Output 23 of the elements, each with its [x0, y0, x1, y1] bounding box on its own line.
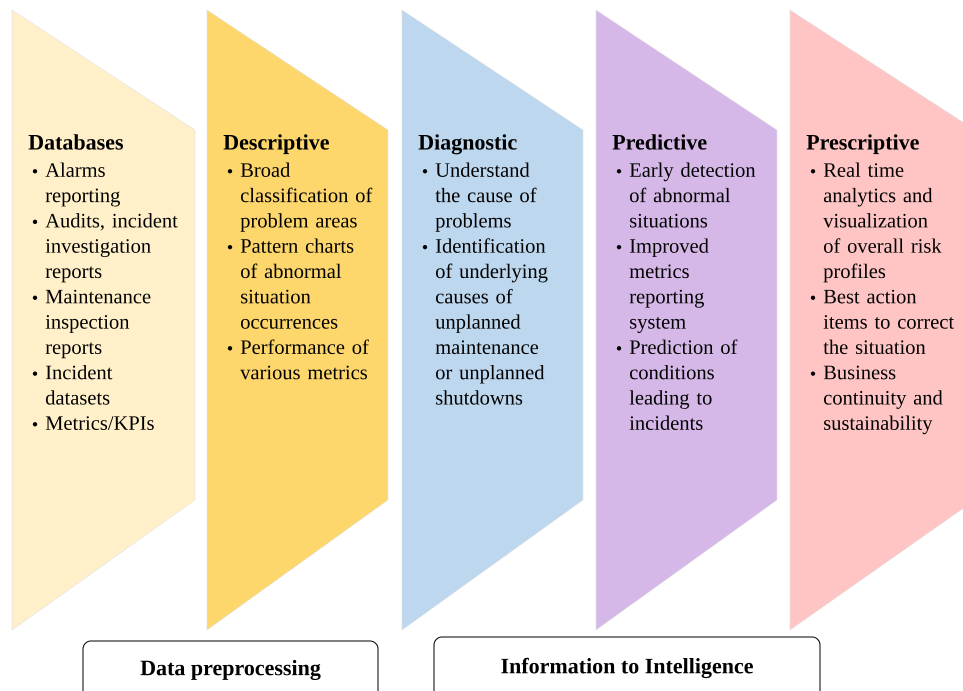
- bullet-item: Pattern charts of abnormal situation occurrences: [240, 238, 354, 329]
- bullet-item: Prediction of conditions leading to incidents: [630, 339, 738, 430]
- bullet-item: Understand the cause of problems: [435, 162, 537, 232]
- bullet-item: Real time analytics and visualization of overall risk profiles: [823, 162, 942, 282]
- bullet-item: Audits, incident investigation reports: [45, 213, 178, 282]
- column-heading: Descriptive: [224, 134, 329, 154]
- label-box: Information to Intelligence: [434, 636, 820, 691]
- column-heading: Databases: [28, 134, 123, 150]
- bullet-item: Business continuity and sustainability: [824, 366, 943, 434]
- bullet-item: Early detection of abnormal situations: [630, 162, 756, 228]
- bullet-item: Incident datasets: [46, 364, 112, 405]
- column-heading: Diagnostic: [418, 134, 517, 154]
- column-heading: Predictive: [612, 134, 707, 150]
- bullet-item: Performance of various metrics: [240, 339, 369, 380]
- bullet-item: Identification of underlying causes of unplanned maintenance or unplanned shutdowns: [435, 238, 548, 405]
- bullet-item: Alarms reporting: [45, 162, 120, 206]
- bullet-item: Best action items to correct the situation: [823, 290, 954, 354]
- label-box: Data preprocessing: [82, 640, 378, 691]
- bullet-item: Improved metrics reporting system: [630, 238, 709, 333]
- bullet-item: Broad classification of problem areas: [240, 162, 372, 232]
- bullet-item: Metrics/KPIs: [46, 416, 154, 430]
- column-heading: Prescriptive: [806, 134, 919, 154]
- bullet-item: Maintenance inspection reports: [46, 290, 150, 358]
